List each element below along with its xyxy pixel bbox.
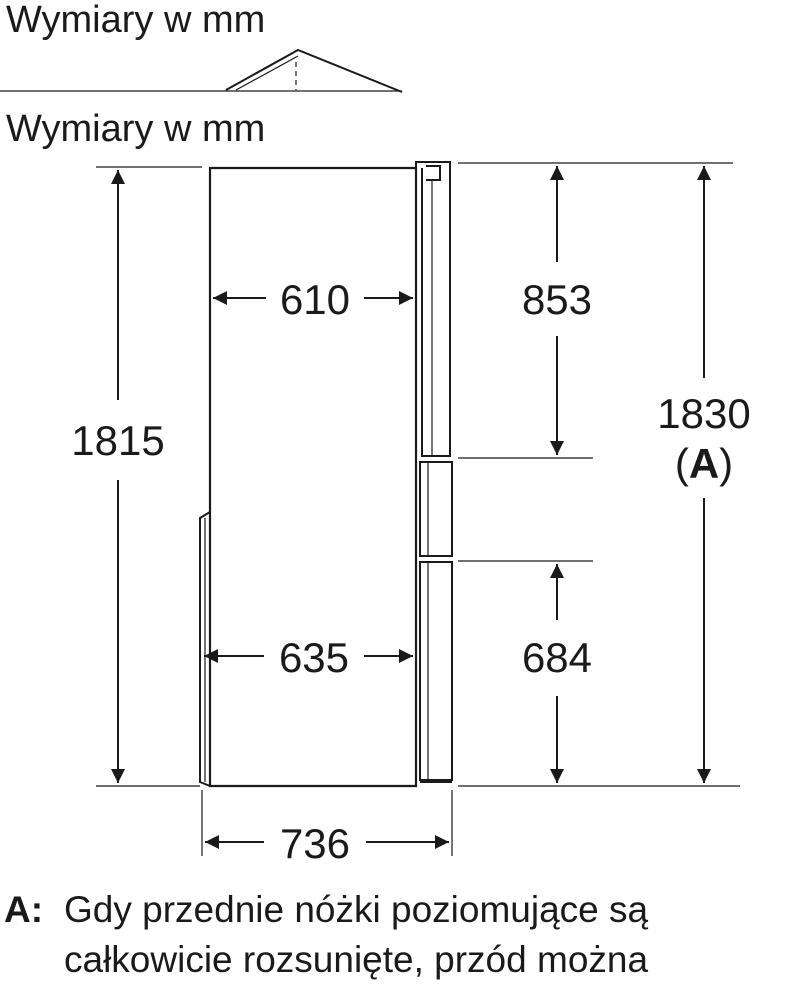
footnote: A: Gdy przednie nóżki poziomujące są cał… — [4, 889, 649, 980]
footnote-line-1: Gdy przednie nóżki poziomujące są — [64, 889, 649, 930]
dim-736: 736 — [205, 820, 449, 867]
page-title: Wymiary w mm — [6, 108, 265, 150]
dim-1815-label: 1815 — [71, 417, 164, 464]
dim-1830: 1830 (A) — [657, 166, 751, 783]
footnote-line-2: całkowicie rozsunięte, przód można — [64, 939, 648, 980]
fridge-side-view — [199, 161, 453, 788]
dim-1830-ref: (A) — [675, 440, 733, 487]
dim-610: 610 — [213, 276, 413, 323]
dim-1815: 1815 — [71, 170, 165, 783]
dim-610-label: 610 — [280, 276, 350, 323]
dim-853-label: 853 — [522, 276, 592, 323]
dim-635-label: 635 — [279, 634, 349, 681]
dim-684: 684 — [522, 564, 592, 783]
roof-fragment — [0, 48, 403, 93]
dim-853: 853 — [522, 166, 592, 455]
footnote-marker: A: — [4, 889, 43, 930]
dim-635: 635 — [204, 634, 413, 681]
dim-1830-ref-close: ) — [719, 440, 733, 487]
dim-1830-ref-letter: A — [689, 440, 719, 487]
title-cropped: Wymiary w mm — [6, 0, 265, 41]
extension-lines — [96, 162, 740, 856]
dim-1830-label: 1830 — [657, 390, 750, 437]
dim-684-label: 684 — [522, 634, 592, 681]
dim-736-label: 736 — [280, 820, 350, 867]
dim-1830-ref-open: ( — [675, 440, 689, 487]
